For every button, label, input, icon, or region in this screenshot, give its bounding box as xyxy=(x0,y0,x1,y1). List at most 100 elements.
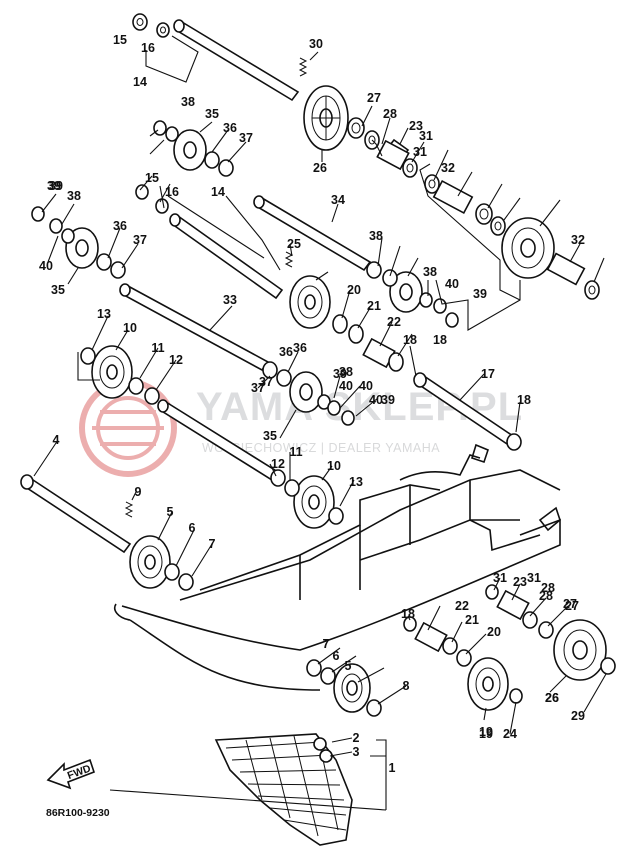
washer xyxy=(475,203,493,225)
callout-label-37: 37 xyxy=(239,131,253,145)
callout-label-5: 5 xyxy=(345,659,352,673)
suspension-frame xyxy=(114,443,561,691)
watermark-tagline: WOJCIECHOWICZ | DEALER YAMAHA xyxy=(202,441,440,455)
wheel-5-left xyxy=(129,535,171,589)
callout-label-11: 11 xyxy=(151,341,164,355)
callout-label-13: 13 xyxy=(97,307,111,321)
callout-label-28: 28 xyxy=(383,107,397,121)
callout-label-26: 26 xyxy=(545,691,559,705)
callout-label-39: 39 xyxy=(333,367,347,381)
callout-label-14: 14 xyxy=(133,75,147,89)
callout-label-36: 36 xyxy=(293,341,307,355)
callout-label-22: 22 xyxy=(455,599,469,613)
washer xyxy=(433,298,447,314)
callout-label-40: 40 xyxy=(39,259,53,273)
spring-9 xyxy=(124,501,134,518)
washer xyxy=(155,198,169,214)
callout-label-39: 39 xyxy=(47,179,61,193)
callout-label-24: 24 xyxy=(503,727,517,741)
wheel-10-left xyxy=(91,345,133,399)
washer xyxy=(506,433,522,451)
callout-label-14: 14 xyxy=(211,185,225,199)
washer xyxy=(204,151,220,169)
collars xyxy=(362,138,586,653)
track xyxy=(214,733,353,846)
washer xyxy=(49,218,63,234)
callout-label-21: 21 xyxy=(465,613,479,627)
collar-32-right xyxy=(546,252,586,286)
washer xyxy=(178,573,194,591)
wheel-35-upper xyxy=(173,129,207,171)
washer xyxy=(332,314,348,334)
callout-label-29: 29 xyxy=(571,709,585,723)
callout-label-35: 35 xyxy=(51,283,65,297)
washer xyxy=(164,563,180,581)
wheel-19-upper xyxy=(289,275,331,329)
callout-label-36: 36 xyxy=(223,121,237,135)
collar-23-upper xyxy=(376,138,410,171)
washer xyxy=(135,184,149,200)
washer xyxy=(153,120,167,136)
callout-label-31: 31 xyxy=(419,129,433,143)
washer xyxy=(402,158,418,178)
callout-label-34: 34 xyxy=(331,193,345,207)
shaft-14-lower xyxy=(169,213,284,300)
shaft-4 xyxy=(20,474,132,554)
callout-label-37: 37 xyxy=(133,233,147,247)
washer xyxy=(306,659,322,677)
callout-label-26: 26 xyxy=(545,691,559,705)
washer xyxy=(276,369,292,387)
callout-label-1: 1 xyxy=(389,761,396,775)
washer xyxy=(445,312,459,328)
washer xyxy=(419,292,433,308)
wheel-19-lower xyxy=(467,657,509,711)
wheel-26-right xyxy=(501,217,555,279)
callout-label-7: 7 xyxy=(323,637,330,651)
callout-label-6: 6 xyxy=(333,649,340,663)
washer xyxy=(442,637,458,655)
callout-label-36: 36 xyxy=(113,219,127,233)
washer xyxy=(156,22,170,38)
callout-label-15: 15 xyxy=(145,171,159,185)
washer xyxy=(320,667,336,685)
callout-label-3: 3 xyxy=(353,745,360,759)
wheel-35-right xyxy=(389,271,423,313)
washer xyxy=(165,126,179,142)
callout-label-2: 2 xyxy=(353,731,360,745)
washer xyxy=(284,479,300,497)
callout-label-22: 22 xyxy=(387,315,401,329)
callout-label-40: 40 xyxy=(359,379,373,393)
washer xyxy=(128,377,144,395)
washer xyxy=(132,13,148,31)
callout-label-18: 18 xyxy=(401,607,415,621)
shaft-34 xyxy=(253,195,372,272)
callout-label-40: 40 xyxy=(369,393,383,407)
shaft-upper xyxy=(173,19,300,102)
callout-label-32: 32 xyxy=(571,233,585,247)
callout-label-32: 32 xyxy=(441,161,455,175)
washer xyxy=(509,688,523,704)
washer xyxy=(31,206,45,222)
washer xyxy=(600,657,616,675)
washer xyxy=(262,361,278,379)
washer xyxy=(80,347,96,365)
washer xyxy=(218,159,234,177)
callout-label-4: 4 xyxy=(53,433,60,447)
callout-label-27: 27 xyxy=(367,91,381,105)
washer xyxy=(328,507,344,525)
shafts xyxy=(20,19,518,554)
callout-label-28: 28 xyxy=(539,589,553,603)
callout-label-16: 16 xyxy=(141,41,155,55)
washer xyxy=(584,280,600,300)
leader-lines xyxy=(33,35,607,811)
spring-30 xyxy=(298,57,308,77)
washer xyxy=(313,737,327,751)
callout-label-9: 9 xyxy=(135,485,142,499)
callout-label-37: 37 xyxy=(251,381,265,395)
washer xyxy=(96,253,112,271)
callout-label-40: 40 xyxy=(445,277,459,291)
callout-label-36: 36 xyxy=(279,345,293,359)
washer xyxy=(347,117,365,139)
collar-23-lower xyxy=(496,589,530,621)
callout-label-39: 39 xyxy=(381,393,395,407)
